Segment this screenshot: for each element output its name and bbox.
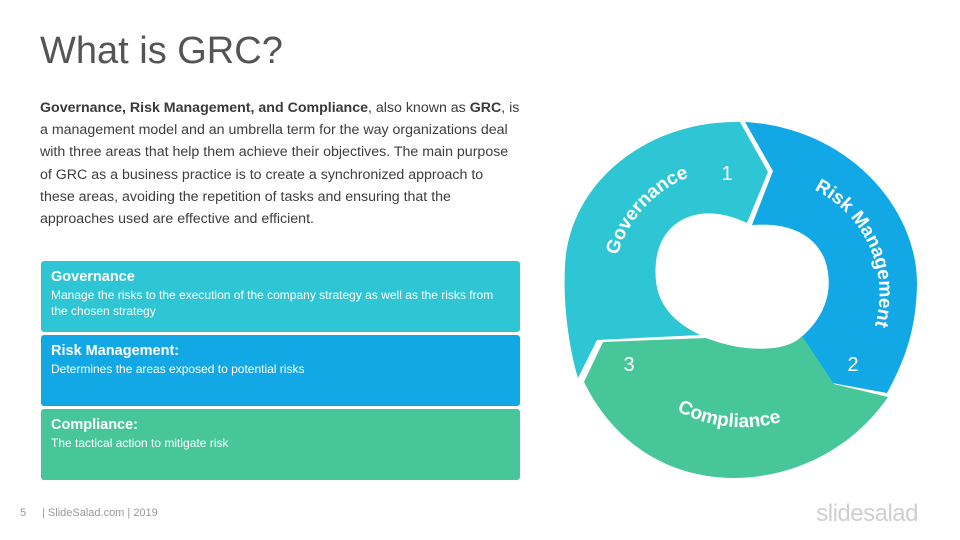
slide-footer: 5 | SlideSalad.com | 2019 — [20, 507, 158, 519]
intro-paragraph: Governance, Risk Management, and Complia… — [40, 97, 520, 230]
page-number: 5 — [20, 507, 27, 519]
governance-heading: Governance — [51, 269, 135, 285]
slide-title: What is GRC? — [40, 30, 283, 72]
governance-segment — [564, 121, 768, 378]
intro-text-1: , also known as — [367, 100, 470, 116]
governance-description: Manage the risks to the execution of the… — [51, 288, 494, 318]
risk-management-heading: Risk Management: — [51, 343, 180, 359]
risk-management-description: Determines the areas exposed to potentia… — [51, 362, 305, 376]
risk-management-box: Risk Management: Determines the areas ex… — [41, 335, 520, 406]
governance-segment-number: 1 — [721, 163, 732, 185]
compliance-heading: Compliance: — [51, 417, 139, 433]
compliance-segment-number: 3 — [623, 354, 634, 376]
footer-text: | SlideSalad.com | 2019 — [42, 507, 158, 519]
compliance-box: Compliance: The tactical action to mitig… — [41, 409, 520, 480]
risk-management-segment — [745, 122, 918, 393]
slidesalad-logo: slidesalad — [816, 500, 918, 527]
intro-bold-lead: Governance, Risk Management, and Complia… — [40, 100, 368, 116]
intro-text-2: , is a management model and an umbrella … — [40, 100, 520, 228]
compliance-description: The tactical action to mitigate risk — [51, 436, 229, 450]
compliance-segment — [584, 336, 888, 478]
risk-management-segment-number: 2 — [847, 354, 858, 376]
governance-box: Governance Manage the risks to the execu… — [41, 261, 520, 332]
intro-bold-abbr: GRC — [469, 100, 502, 116]
